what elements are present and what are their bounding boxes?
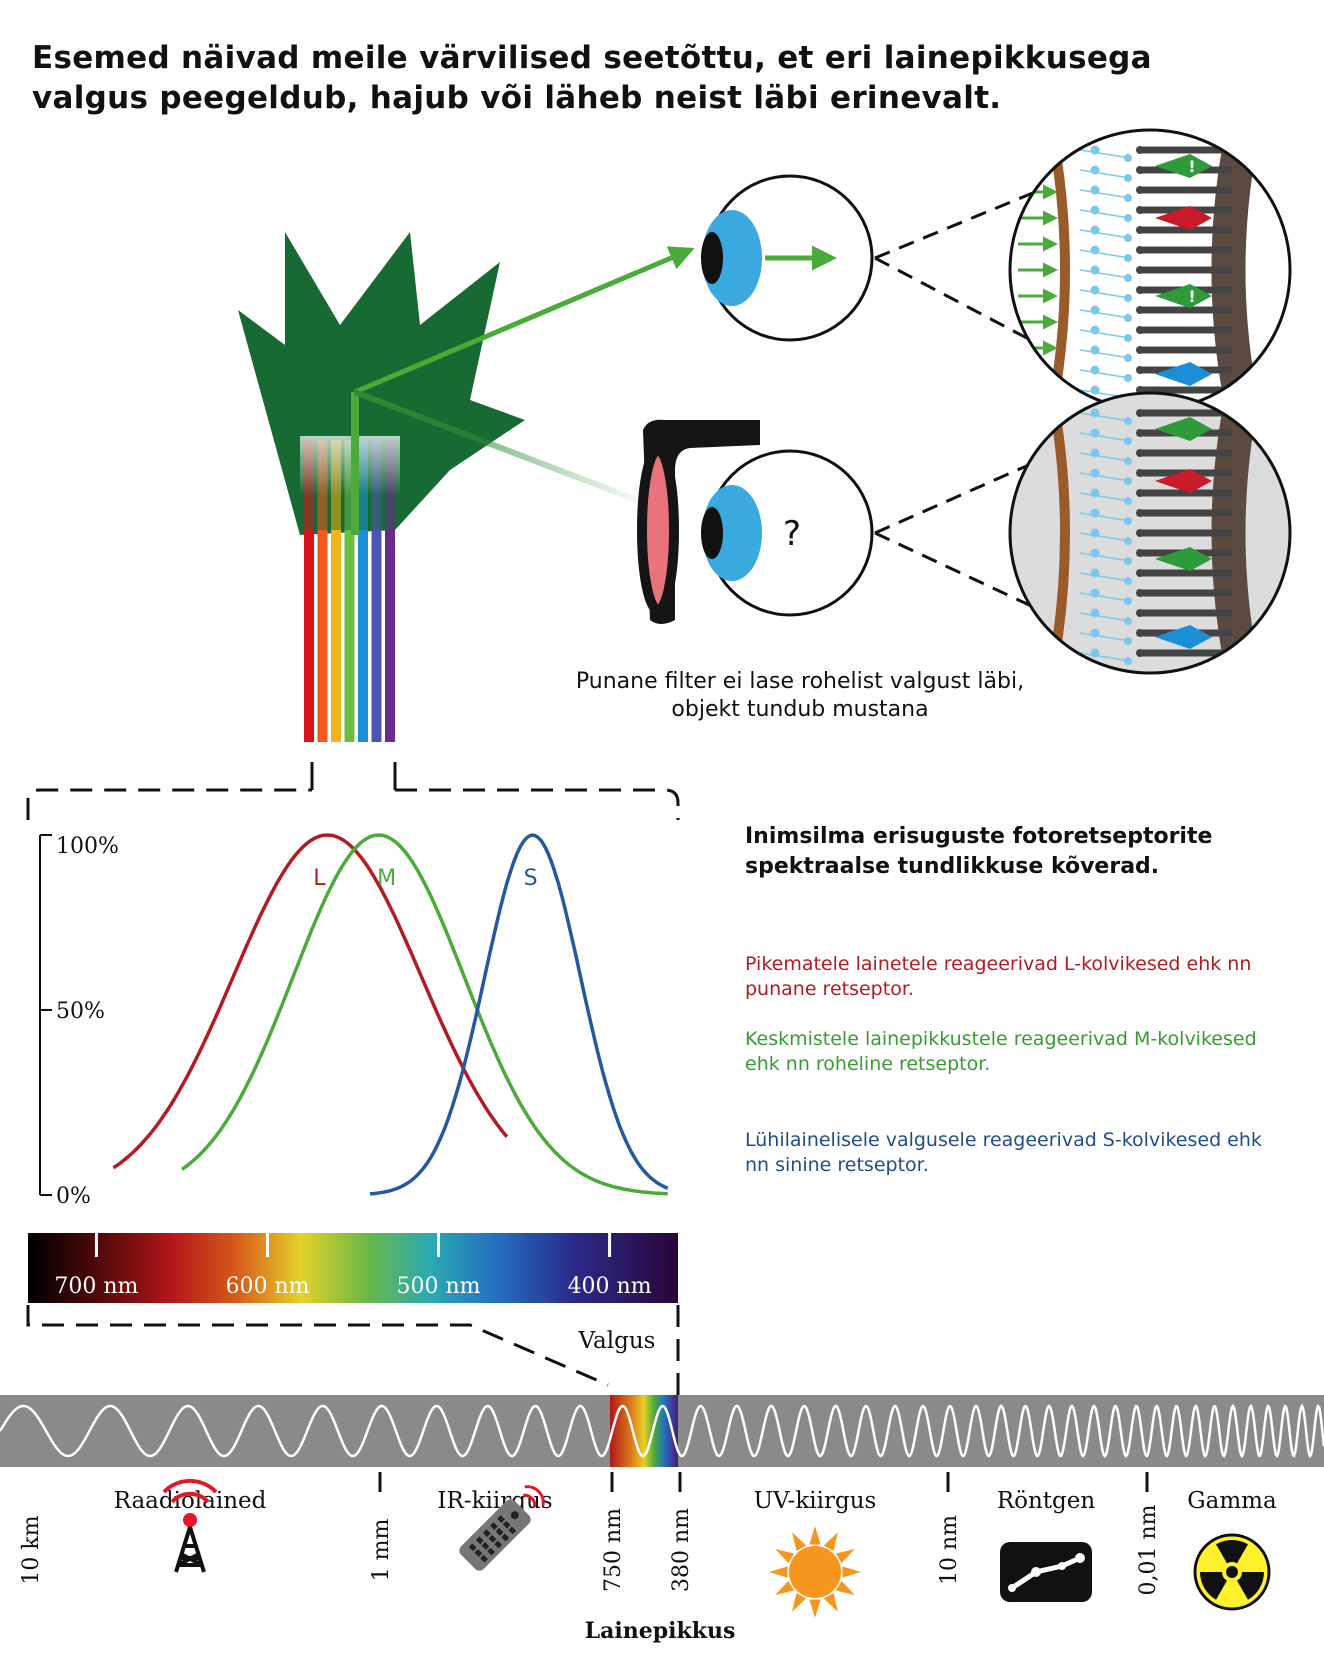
iris <box>702 210 762 306</box>
info-title: Inimsilma erisuguste fotoretseptorite sp… <box>745 824 1213 879</box>
info-m-cones: Keskmistele lainepikkustele reageerivad … <box>745 1028 1257 1075</box>
region-label: Röntgen <box>997 1488 1096 1514</box>
region-label: Gamma <box>1187 1488 1277 1514</box>
info-l-cones: Pikematele lainetele reageerivad L-kolvi… <box>745 953 1252 1000</box>
curve-label-s: S <box>524 866 538 891</box>
scale-label: 1 mm <box>369 1519 394 1582</box>
wave-line <box>0 1403 1324 1459</box>
scale-label: 380 nm <box>669 1508 694 1592</box>
wavelength-axis-title: Lainepikkus <box>585 1618 736 1644</box>
filter-caption-line-2: objekt tundub mustana <box>671 697 929 722</box>
wavelength-scale: 10 km 1 mm 750 nm 380 nm 10 nm 0,01 nm <box>19 1472 1161 1596</box>
question-mark: ? <box>783 514 801 554</box>
x-tick-label: 500 nm <box>397 1274 481 1299</box>
light-spectrum-stripes <box>300 436 400 742</box>
spectrum-stripe <box>317 530 328 742</box>
spectrum-stripe <box>344 530 355 742</box>
region-label: UV-kiirgus <box>754 1488 877 1514</box>
spectrum-stripe <box>331 530 341 742</box>
y-tick-label: 50% <box>56 999 105 1024</box>
reflected-beam-to-eye <box>354 246 695 395</box>
x-tick-label: 600 nm <box>225 1274 309 1299</box>
curve-m <box>180 833 668 1196</box>
headline: Esemed näivad meile värvilised seetõttu,… <box>32 40 1152 116</box>
scale-label: 10 km <box>19 1515 44 1584</box>
x-tick-label: 400 nm <box>568 1274 652 1299</box>
radiation-icon <box>1193 1533 1271 1611</box>
x-tick-label: 700 nm <box>54 1274 138 1299</box>
remote-control-icon <box>459 1485 545 1571</box>
spectrum-stripe <box>358 530 368 742</box>
scale-label: 10 nm <box>937 1515 962 1585</box>
visible-spectrum-bar <box>28 1233 678 1303</box>
alert-mark: ! <box>1188 287 1195 306</box>
chart-frame <box>26 762 680 1196</box>
curve-s <box>369 833 669 1196</box>
pupil <box>701 232 723 284</box>
y-tick-label: 0% <box>56 1184 91 1209</box>
visible-light-label: Valgus <box>578 1328 656 1354</box>
info-s-cones: Lühilainelisele valgusele reageerivad S-… <box>745 1129 1262 1176</box>
sun-icon <box>769 1526 861 1618</box>
retina-closeup-normal: !! <box>1010 130 1290 410</box>
filter-caption-line-1: Punane filter ei lase rohelist valgust l… <box>575 669 1025 694</box>
spectrum-stripe <box>371 530 382 742</box>
scale-label: 750 nm <box>601 1508 626 1592</box>
spectrum-stripe <box>304 530 314 742</box>
visible-spectrum-ticks: 700 nm 600 nm 500 nm 400 nm <box>54 1233 652 1299</box>
scale-label: 0,01 nm <box>1136 1504 1161 1595</box>
y-tick-label: 100% <box>56 834 119 859</box>
spectrum-zoom-lines: Valgus <box>26 1305 680 1395</box>
filter-caption: Punane filter ei lase rohelist valgust l… <box>500 668 1100 724</box>
red-filter-lens <box>637 445 679 615</box>
retina-closeup-filtered <box>1010 393 1290 673</box>
curve-label-l: L <box>313 866 326 891</box>
curve-label-m: M <box>377 866 396 891</box>
reflected-beam-to-filter <box>353 389 652 508</box>
alert-mark: ! <box>1188 157 1195 176</box>
sensitivity-chart: 0% 50% 100% L M S <box>56 833 669 1209</box>
curve-l <box>112 833 509 1170</box>
radio-tower-icon <box>162 1478 218 1573</box>
spectrum-stripe <box>385 530 395 742</box>
eye-normal <box>701 174 1041 347</box>
eye-with-red-filter: ? <box>637 419 1041 624</box>
xray-bone-icon <box>1000 1542 1092 1602</box>
